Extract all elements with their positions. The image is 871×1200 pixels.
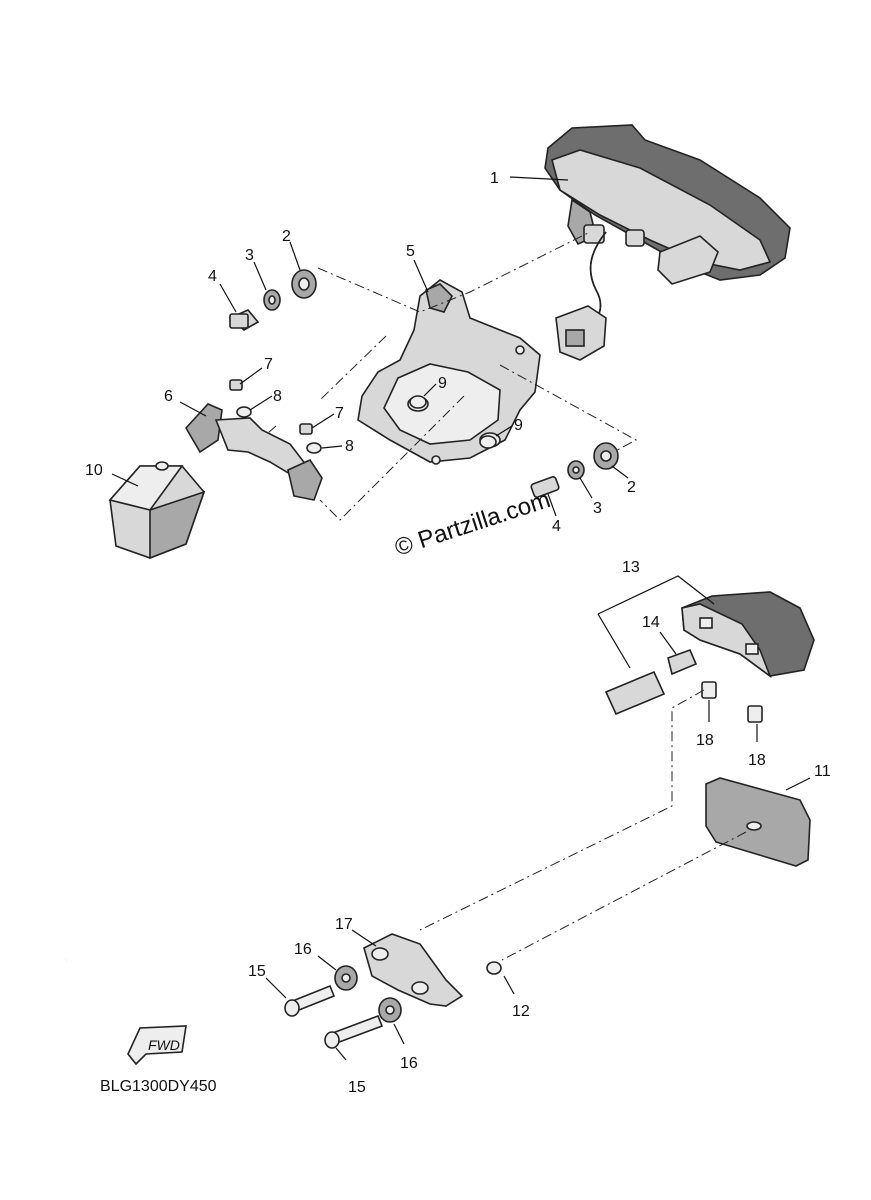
damper-2-right-part[interactable] bbox=[593, 442, 619, 470]
part-label-9-lower: 9 bbox=[514, 417, 523, 434]
washer-3-left-part[interactable] bbox=[263, 289, 281, 311]
leader-7b bbox=[311, 413, 335, 429]
part-label-9-upper: 9 bbox=[438, 375, 447, 392]
part-label-6: 6 bbox=[164, 388, 173, 405]
leader-9a bbox=[423, 383, 437, 397]
leader-12 bbox=[503, 975, 515, 995]
part-label-17: 17 bbox=[335, 916, 353, 933]
leader-13b bbox=[597, 613, 631, 669]
bolt-4-right-part[interactable] bbox=[530, 476, 560, 498]
nut-16-lower-part[interactable] bbox=[378, 997, 402, 1023]
part-label-2-right: 2 bbox=[627, 479, 636, 496]
nut-16-upper-part[interactable] bbox=[334, 965, 358, 991]
part-label-3-right: 3 bbox=[593, 500, 602, 517]
assembly-guide-lower-1 bbox=[419, 689, 705, 931]
collar-8-upper-part[interactable] bbox=[236, 406, 252, 418]
reflector-11-part[interactable] bbox=[705, 777, 811, 867]
leader-4b bbox=[547, 493, 557, 517]
leader-15b bbox=[335, 1047, 347, 1061]
part-label-7-lower: 7 bbox=[335, 405, 344, 422]
bolt-15-upper-part[interactable] bbox=[284, 984, 336, 1017]
part-label-4-left: 4 bbox=[208, 268, 217, 285]
partzilla-watermark: © Partzilla.com bbox=[392, 486, 554, 562]
part-label-2-left: 2 bbox=[282, 228, 291, 245]
damper-2-left-part[interactable] bbox=[291, 269, 317, 299]
part-label-8-upper: 8 bbox=[273, 388, 282, 405]
drawing-code: BLG1300DY450 bbox=[100, 1078, 217, 1095]
leader-8b bbox=[321, 445, 343, 449]
leader-1 bbox=[509, 176, 569, 181]
screw-7-lower-part[interactable] bbox=[299, 423, 313, 435]
leader-14 bbox=[659, 631, 677, 655]
assembly-guide-upper-1 bbox=[317, 231, 591, 313]
leader-9b bbox=[495, 425, 513, 437]
washer-3-right-part[interactable] bbox=[567, 460, 585, 480]
bolt-4-left-part[interactable] bbox=[228, 309, 260, 331]
nut-9-lower-part[interactable] bbox=[479, 435, 497, 449]
leader-16b bbox=[393, 1023, 405, 1045]
leader-2b bbox=[611, 465, 629, 479]
part-label-8-lower: 8 bbox=[345, 438, 354, 455]
forward-direction-arrow: FWD bbox=[127, 1025, 187, 1066]
assembly-guide-upper-4 bbox=[319, 395, 465, 521]
part-label-18-right: 18 bbox=[748, 752, 766, 769]
part-label-3-left: 3 bbox=[245, 247, 254, 264]
leader-8a bbox=[249, 395, 273, 411]
assembly-guide-lower-2 bbox=[501, 831, 747, 961]
nut-9-upper-part[interactable] bbox=[409, 395, 427, 409]
leader-15a bbox=[265, 977, 287, 999]
part-label-13: 13 bbox=[622, 559, 640, 576]
holder-17-part[interactable] bbox=[363, 933, 464, 1007]
assembly-guide-upper-2 bbox=[499, 364, 638, 457]
part-label-15-upper: 15 bbox=[248, 963, 266, 980]
part-label-16-upper: 16 bbox=[294, 941, 312, 958]
leader-10 bbox=[111, 473, 139, 487]
stay-6-part[interactable] bbox=[185, 403, 323, 501]
part-label-1: 1 bbox=[490, 170, 499, 187]
cable-connector-part[interactable] bbox=[604, 670, 666, 716]
part-label-15-lower: 15 bbox=[348, 1079, 366, 1096]
collar-8-lower-part[interactable] bbox=[306, 442, 322, 454]
tail-light-part[interactable] bbox=[544, 124, 791, 361]
leader-13 bbox=[597, 575, 715, 615]
leader-2a bbox=[289, 241, 301, 271]
cover-10-part[interactable] bbox=[108, 461, 206, 560]
grommet-12-part[interactable] bbox=[486, 961, 502, 975]
leader-4a bbox=[219, 283, 237, 313]
clip-18-right-part[interactable] bbox=[747, 705, 763, 723]
part-label-16-lower: 16 bbox=[400, 1055, 418, 1072]
license-light-13-part[interactable] bbox=[681, 591, 815, 679]
bolt-15-lower-part[interactable] bbox=[324, 1014, 384, 1049]
part-label-5: 5 bbox=[406, 243, 415, 260]
leader-11 bbox=[785, 777, 811, 791]
leader-6 bbox=[179, 401, 207, 417]
part-label-11: 11 bbox=[814, 763, 831, 780]
leader-5 bbox=[413, 259, 429, 293]
assembly-guide-upper-3 bbox=[319, 335, 387, 401]
leader-17 bbox=[351, 929, 377, 947]
part-label-4-right: 4 bbox=[552, 518, 561, 535]
forward-direction-label: FWD bbox=[148, 1037, 180, 1053]
socket-14-part[interactable] bbox=[667, 648, 698, 676]
leader-3a bbox=[253, 261, 267, 291]
part-label-18-left: 18 bbox=[696, 732, 714, 749]
part-label-10: 10 bbox=[85, 462, 103, 479]
leader-16a bbox=[317, 955, 337, 971]
license-light-cable-core bbox=[64, 688, 631, 961]
part-label-12: 12 bbox=[512, 1003, 530, 1020]
clip-18-left-part[interactable] bbox=[701, 681, 717, 699]
part-label-14: 14 bbox=[642, 614, 660, 631]
leader-7a bbox=[239, 367, 263, 385]
part-label-7-upper: 7 bbox=[264, 356, 273, 373]
leader-3b bbox=[579, 477, 593, 499]
screw-7-upper-part[interactable] bbox=[229, 379, 243, 391]
